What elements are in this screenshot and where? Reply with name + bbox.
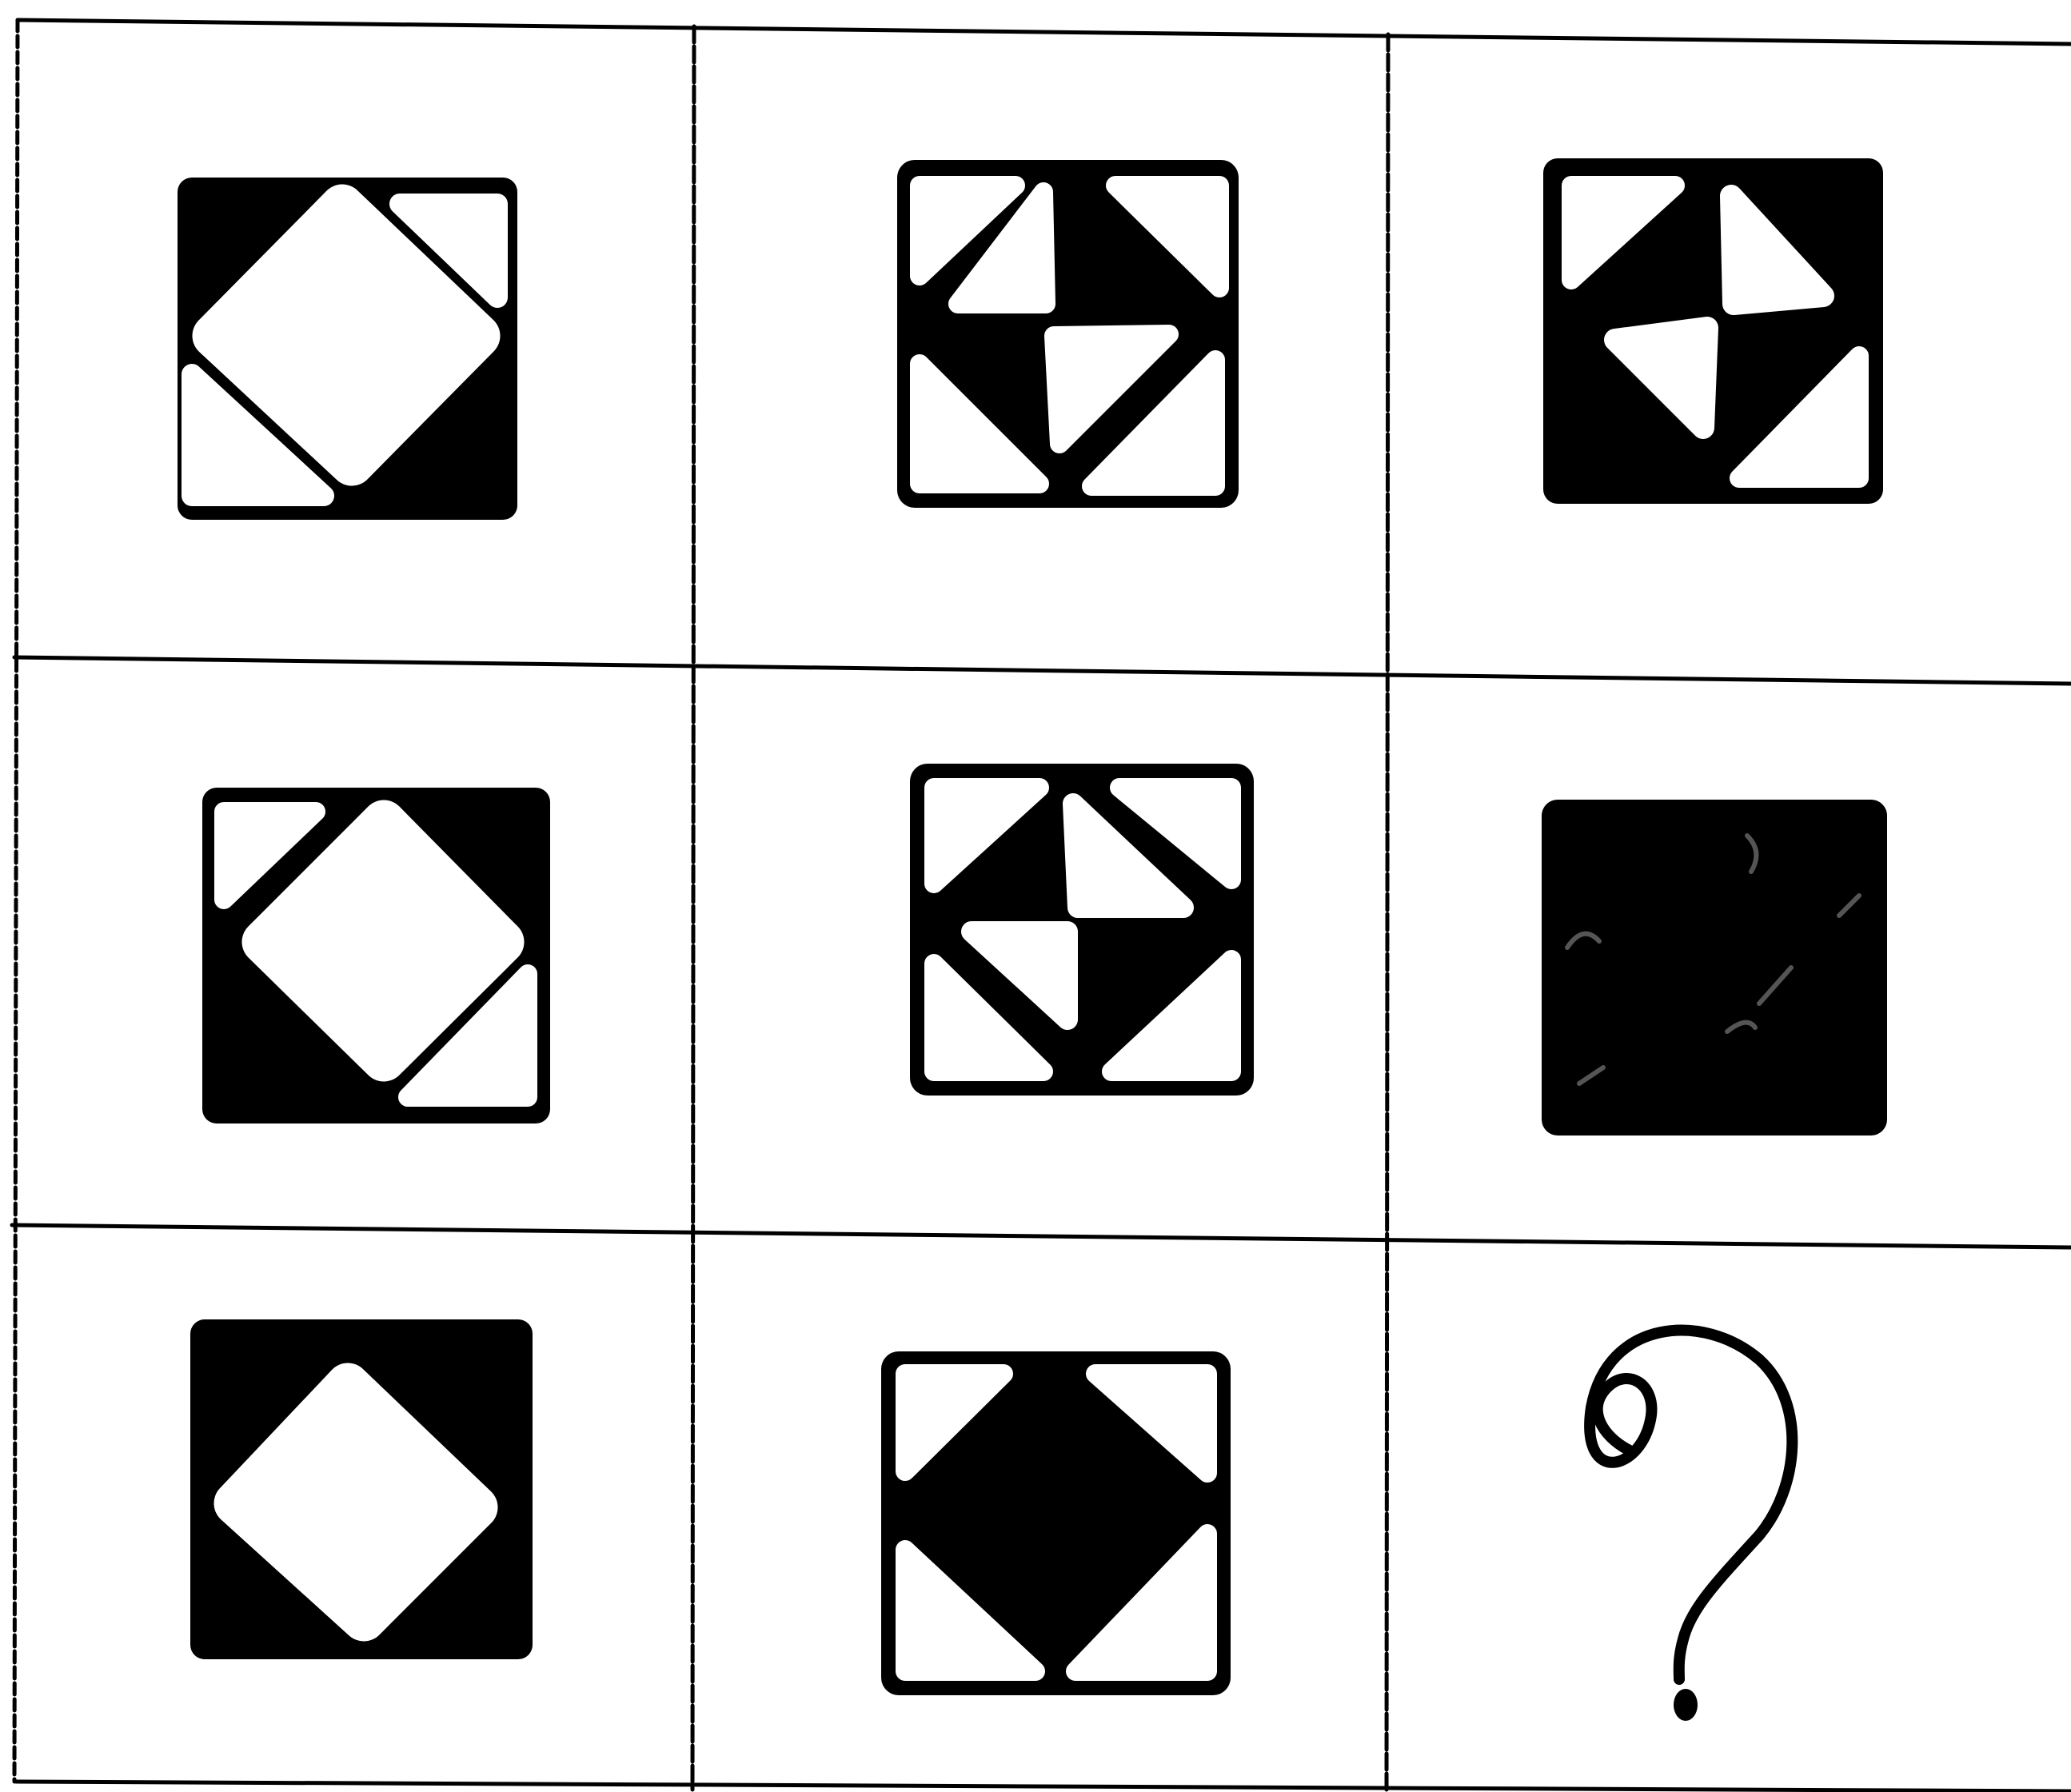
question-mark-icon bbox=[1590, 1331, 1792, 1721]
grid-left-border bbox=[14, 20, 18, 1782]
cell-r2c1-figure bbox=[202, 788, 550, 1123]
grid-col-divider-1 bbox=[692, 26, 694, 1790]
grid-row-divider-2 bbox=[12, 1225, 2071, 1247]
grid-bottom-border bbox=[16, 1782, 2071, 1791]
grid-col-divider-2 bbox=[1387, 34, 1388, 1791]
cell-r1c3-figure bbox=[1543, 158, 1883, 504]
grid-row-divider-1 bbox=[14, 657, 2071, 684]
cell-r2c3-figure bbox=[1542, 800, 1887, 1135]
cell-r1c1-figure bbox=[178, 178, 517, 520]
grid-top-border bbox=[18, 20, 2071, 44]
cell-r3c2-figure bbox=[881, 1351, 1231, 1695]
cell-r1c2-figure bbox=[897, 160, 1239, 508]
cell-r3c1-figure bbox=[190, 1319, 533, 1659]
cell-r2c2-figure bbox=[910, 764, 1254, 1096]
